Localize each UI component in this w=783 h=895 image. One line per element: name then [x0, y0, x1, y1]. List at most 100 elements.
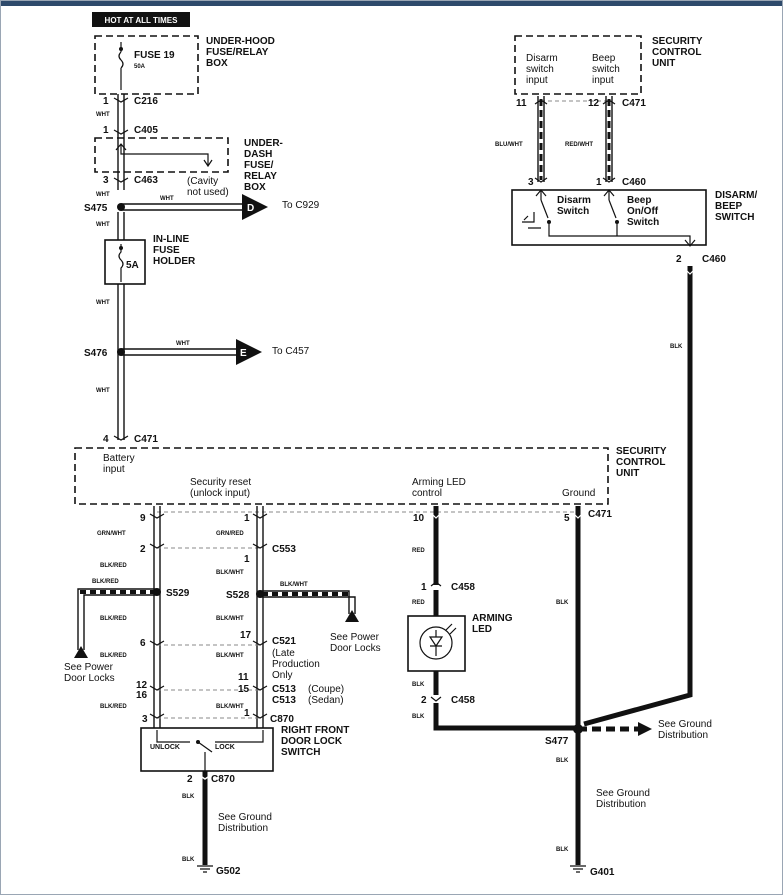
wire-label: BLK/WHT: [216, 616, 244, 622]
ground-dist-left-2: Distribution: [218, 823, 268, 834]
under-hood-title-3: BOX: [206, 58, 228, 69]
c521-label: C521: [272, 636, 296, 647]
door-lock-title-1: RIGHT FRONT: [281, 725, 349, 736]
ground-dist-mid-2: Distribution: [658, 730, 708, 741]
scu-main-title-2: CONTROL: [616, 457, 665, 468]
offpage-d-letter: D: [247, 203, 254, 214]
fuse-19-label: FUSE 19: [134, 50, 175, 61]
disarm-input-3: input: [526, 75, 548, 86]
pin-label: 3: [528, 177, 534, 188]
wire-label: BLK/WHT: [216, 570, 244, 576]
beep-switch-1: Beep: [627, 195, 651, 206]
lock-label: LOCK: [215, 744, 235, 751]
beep-input-1: Beep: [592, 53, 616, 64]
wire-label-wht: WHT: [96, 388, 110, 394]
left-reset-wire: GRN/WHT 2 BLK/RED BLK/RED: [92, 506, 260, 730]
c458-bottom-label: C458: [451, 695, 475, 706]
late-production-1: (Late: [272, 648, 295, 659]
wire-label-wht: WHT: [96, 192, 110, 198]
splice-s476: S476 WHT E To C457 WHT: [84, 339, 310, 394]
c405-label: C405: [134, 125, 158, 136]
offpage-e-target: To C457: [272, 346, 310, 357]
arming-led-control-1: Arming LED: [412, 477, 466, 488]
disarm-beep-title-1: DISARM/: [715, 190, 757, 201]
under-dash-title-5: BOX: [244, 182, 266, 193]
under-dash-title-1: UNDER-: [244, 138, 283, 149]
wire-label-wht: WHT: [96, 300, 110, 306]
see-power-door-locks-right-2: Door Locks: [330, 643, 381, 654]
under-dash-title-4: RELAY: [244, 171, 277, 182]
s529-label: S529: [166, 588, 190, 599]
connector-c471-bottom: 9 1 10 5 C471: [140, 509, 612, 524]
power-door-locks-arrow-left: [74, 646, 88, 658]
disarm-beep-switch: Disarm Switch Beep On/Off Switch DISARM/…: [511, 189, 757, 247]
cavity-note-2: not used): [187, 187, 229, 198]
c513-coupe-label: C513: [272, 684, 296, 695]
c471-top-label: C471: [622, 98, 646, 109]
connector-c405: 1 C405: [103, 125, 158, 136]
wire-label: BLK/RED: [100, 616, 127, 622]
splice-s529: S529 See Power Door Locks BLK/RED BLK/RE…: [64, 588, 190, 710]
c553-label: C553: [272, 544, 296, 555]
arming-led-title-2: LED: [472, 624, 492, 635]
wire-label: GRN/WHT: [97, 531, 126, 537]
disarm-switch-ground-wire: 2 C460 BLK: [583, 254, 726, 727]
disarm-beep-wires: 11 12 C471 BLU/WHT RED/WHT 3 1 C460: [495, 96, 646, 188]
pin-label: 3: [142, 714, 148, 725]
pin-label: 1: [421, 582, 427, 593]
under-dash-title-2: DASH: [244, 149, 272, 160]
security-control-unit-main: Battery input Security reset (unlock inp…: [74, 446, 667, 505]
offpage-e-arrow: [236, 339, 262, 365]
wire-label: BLK: [412, 714, 425, 720]
wire-label-wht: WHT: [96, 222, 110, 228]
fuse-19-rating: 50A: [134, 64, 146, 70]
svg-text:HOT AT ALL TIMES: HOT AT ALL TIMES: [105, 16, 179, 25]
late-production-2: Production: [272, 659, 320, 670]
see-power-door-locks-right-1: See Power: [330, 632, 380, 643]
g502-label: G502: [216, 866, 241, 877]
wire-label: BLK: [556, 847, 569, 853]
pin-label: 2: [140, 544, 146, 555]
pin-label: 3: [103, 175, 109, 186]
beep-input-2: switch: [592, 64, 620, 75]
c463-label: C463: [134, 175, 158, 186]
s477-label: S477: [545, 736, 569, 747]
beep-switch-2: On/Off: [627, 206, 659, 217]
pin-label: 1: [244, 708, 250, 719]
connector-c216: 1 C216 WHT: [96, 96, 158, 118]
cavity-note-1: (Cavity: [187, 176, 218, 187]
wire-label: RED: [412, 548, 425, 554]
wire-label: BLK/WHT: [216, 653, 244, 659]
inline-fuse-holder: 5A IN-LINE FUSE HOLDER WHT: [96, 234, 196, 306]
wire-label: BLK/RED: [92, 579, 119, 585]
s528-label: S528: [226, 590, 250, 601]
g401-label: G401: [590, 867, 615, 878]
see-power-door-locks-left-2: Door Locks: [64, 673, 115, 684]
wire-label: BLK/WHT: [216, 704, 244, 710]
wire-label-wht: WHT: [96, 112, 110, 118]
scu-top-title-1: SECURITY: [652, 36, 703, 47]
wire-label: BLK: [412, 682, 425, 688]
c471-bottom-label: C471: [588, 509, 612, 520]
disarm-input-1: Disarm: [526, 53, 558, 64]
arming-led-title-1: ARMING: [472, 613, 513, 624]
wire-label: GRN/RED: [216, 531, 244, 537]
c471-label: C471: [134, 434, 158, 445]
pin-label: 2: [187, 774, 193, 785]
see-power-door-locks-left-1: See Power: [64, 662, 114, 673]
c460-top-label: C460: [622, 177, 646, 188]
ground-dist-right-1: See Ground: [596, 788, 650, 799]
under-hood-fuse-box: FUSE 19 50A UNDER-HOOD FUSE/RELAY BOX: [94, 35, 275, 95]
pin-label: 12: [136, 680, 148, 691]
connector-c471-battery: 4 C471: [103, 434, 158, 445]
under-hood-title-2: FUSE/RELAY: [206, 47, 269, 58]
disarm-switch-2: Switch: [557, 206, 589, 217]
wire-label: BLK: [556, 758, 569, 764]
wire-label: BLK: [670, 344, 683, 350]
pin-label: 17: [240, 630, 252, 641]
under-hood-title-1: UNDER-HOOD: [206, 36, 275, 47]
pin-label: 5: [564, 513, 570, 524]
power-door-locks-arrow-right: [345, 610, 359, 622]
security-reset-2: (unlock input): [190, 488, 250, 499]
